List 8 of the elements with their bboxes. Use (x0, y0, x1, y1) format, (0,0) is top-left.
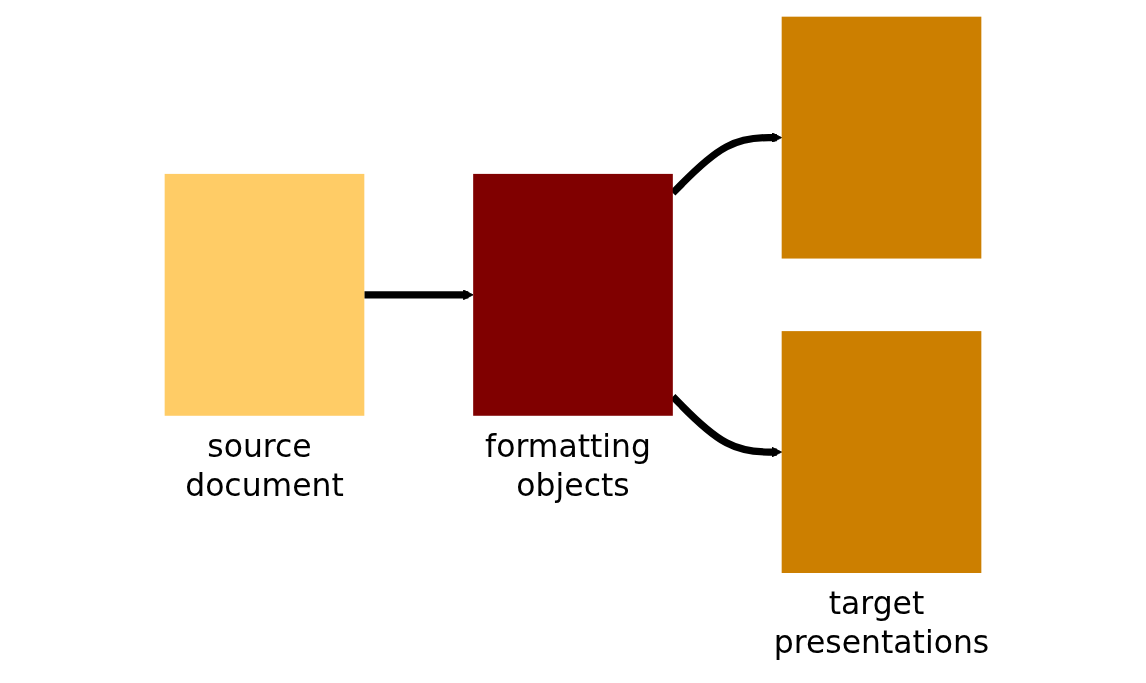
node-caption: source document (185, 427, 344, 503)
node-box (781, 16, 982, 259)
arrow (364, 289, 474, 300)
node-caption: formatting objects (485, 427, 651, 503)
node-box (164, 173, 365, 416)
node-box (473, 173, 673, 416)
node-caption: target presentations (773, 584, 990, 660)
node-box (781, 330, 982, 573)
